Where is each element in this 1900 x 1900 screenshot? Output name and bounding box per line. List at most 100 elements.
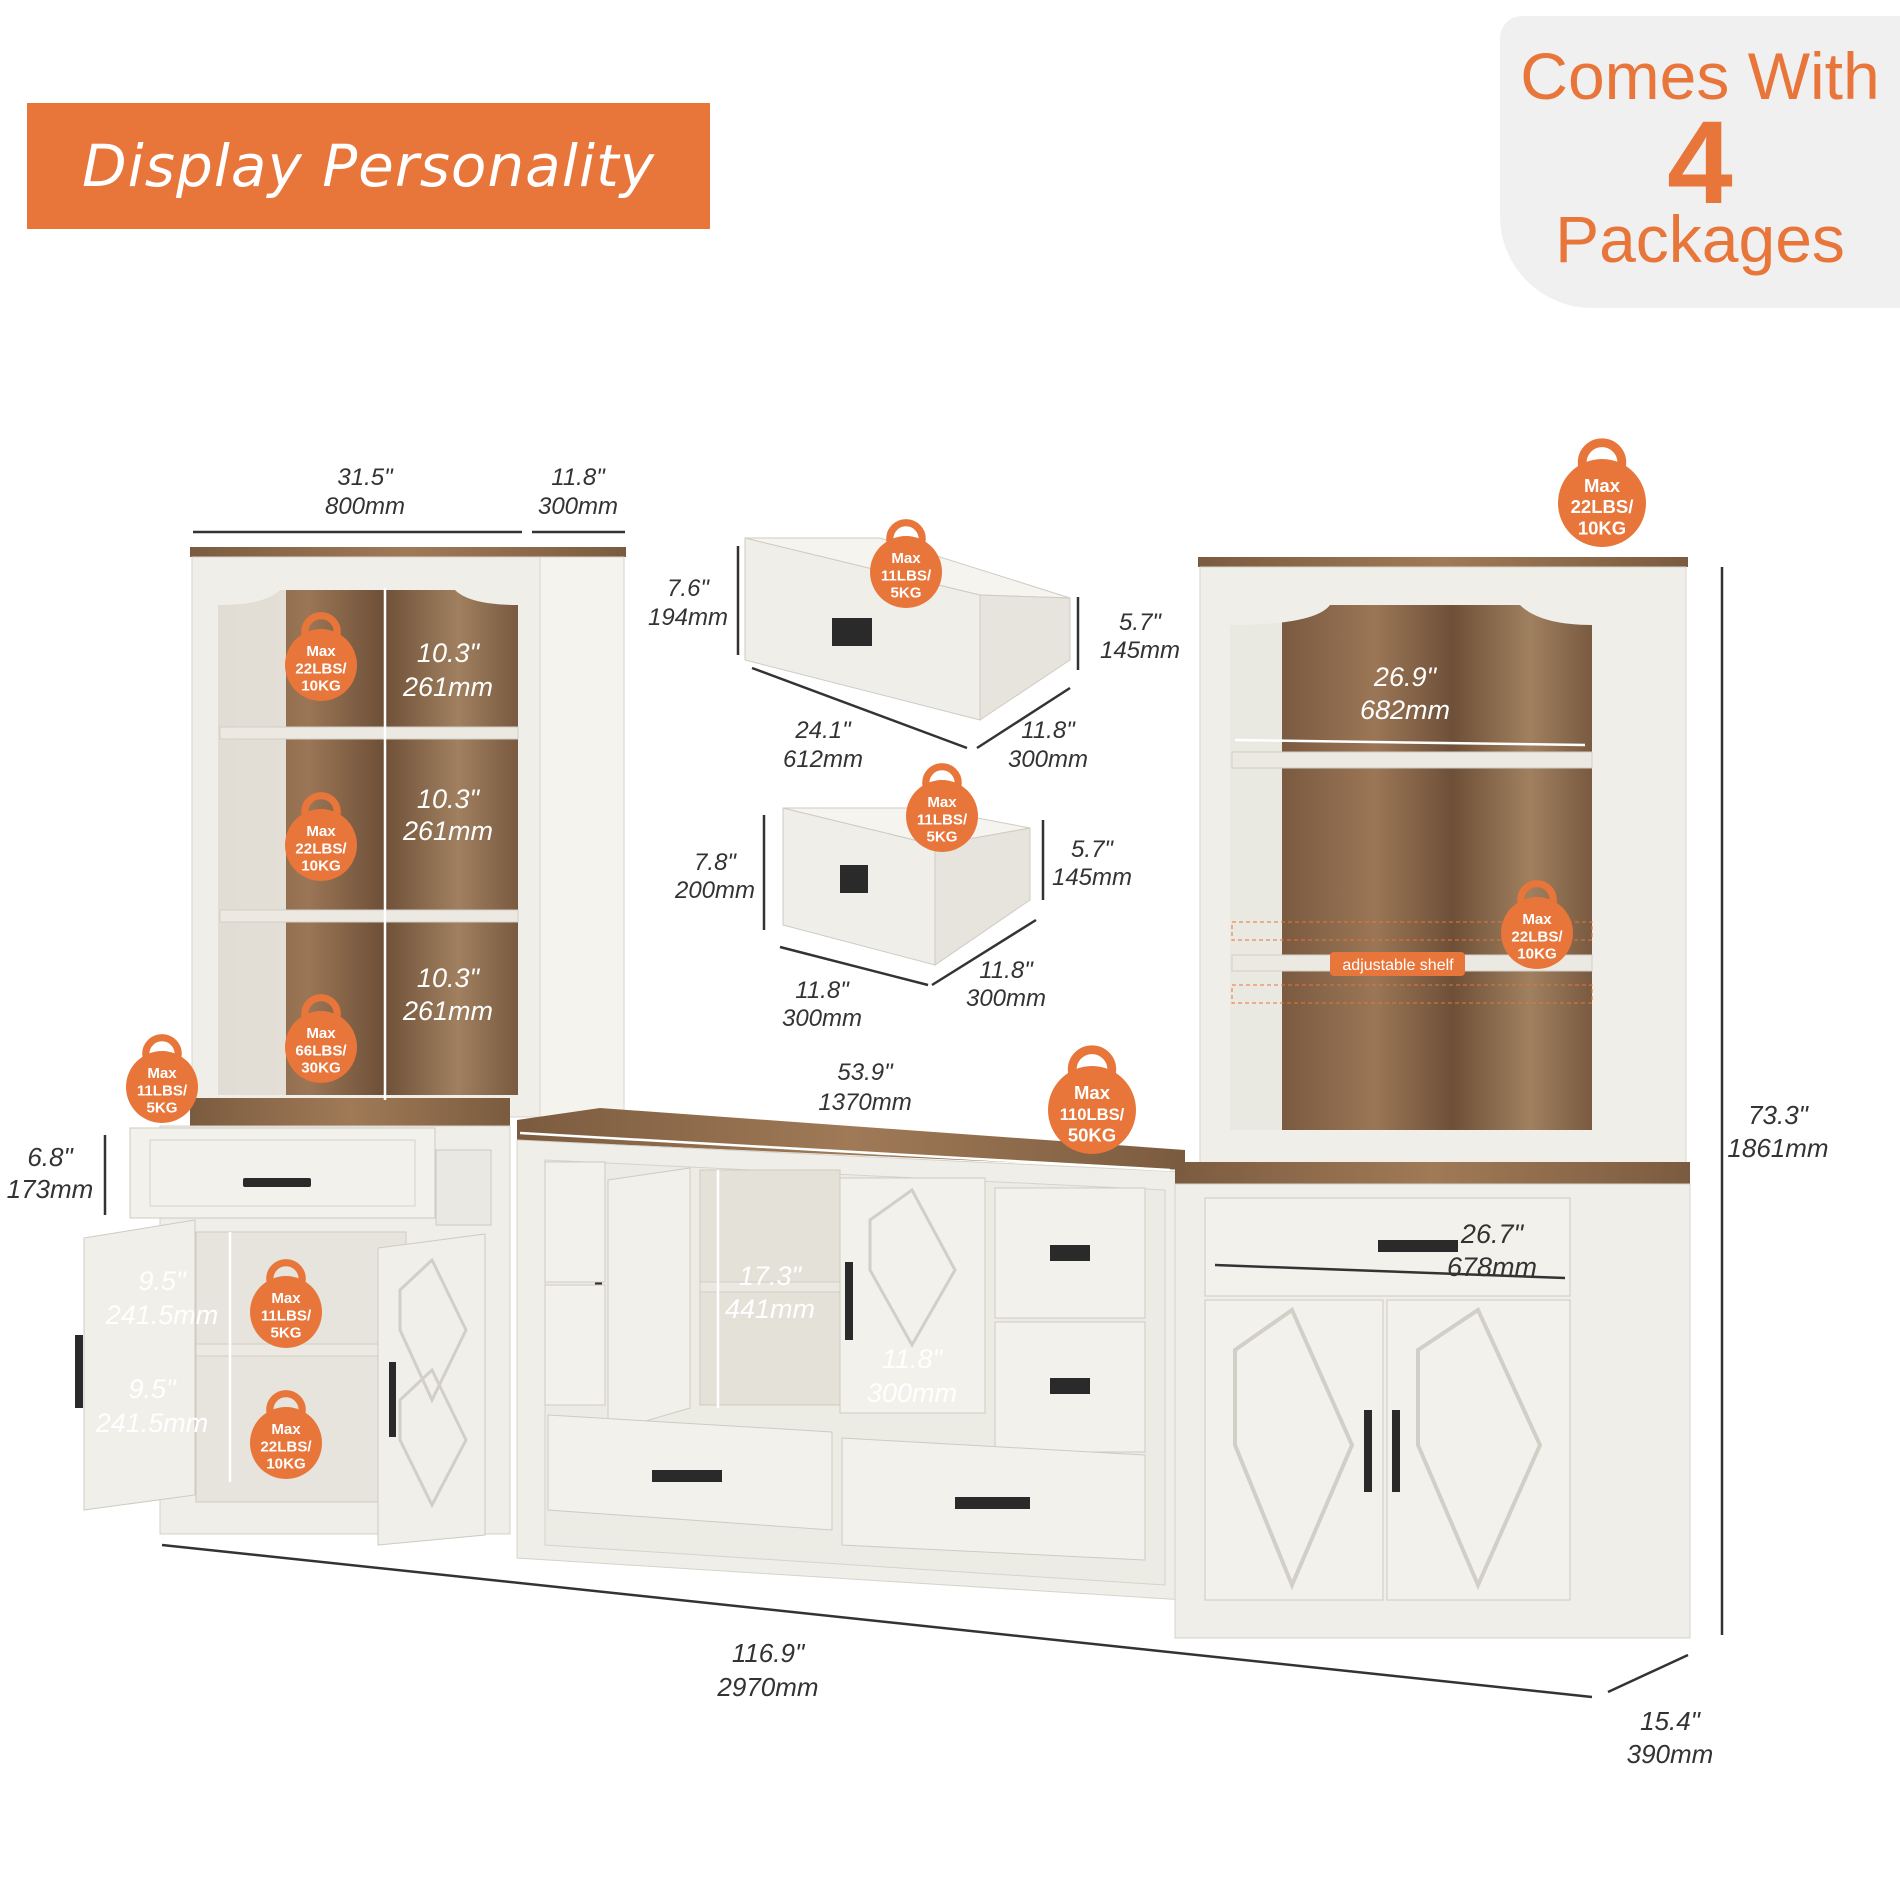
right-bookcase-arch [1230, 600, 1592, 625]
packages-callout: Comes With 4 Packages [1500, 16, 1900, 308]
shelf2-mm: 261mm [402, 816, 493, 846]
lower1-mm: 241.5mm [105, 1300, 219, 1330]
left-width-in: 31.5" [337, 464, 394, 491]
badge-text: 11LBS/ [881, 567, 932, 584]
left-cabinet-top [190, 1098, 510, 1126]
weight-badge: Max 110LBS/50KG [1048, 1045, 1136, 1154]
right-inner-in: 26.9" [1373, 662, 1438, 692]
small-drawer-d-in: 11.8" [979, 957, 1034, 984]
badge-text: Max [147, 1065, 177, 1082]
big-drawer-d-in: 11.8" [1021, 717, 1076, 744]
badge-text: 10KG [301, 678, 340, 695]
big-drawer-side [979, 594, 1071, 721]
big-drawer-inner-mm: 145mm [1100, 637, 1180, 664]
tv-depth-mm: 300mm [867, 1378, 957, 1408]
tv-shelf-mm: 441mm [725, 1294, 815, 1324]
badge-text: 50KG [1068, 1124, 1116, 1145]
badge-text: 10KG [266, 1456, 305, 1473]
badge-text: Max [1584, 475, 1621, 496]
tv-width-mm: 1370mm [818, 1089, 911, 1116]
tv-door-handle [845, 1262, 853, 1340]
badge-text: 5KG [270, 1325, 301, 1342]
left-bookcase [190, 547, 626, 1118]
small-drawer-h-in: 7.8" [694, 849, 737, 876]
badge-text: 66LBS/ [295, 1042, 347, 1059]
badge-text: Max [1074, 1082, 1111, 1103]
drawer-h-in: 6.8" [27, 1142, 74, 1172]
left-depth-mm: 300mm [538, 493, 618, 520]
badge-circle [1558, 459, 1646, 547]
shelf1-in: 10.3" [417, 638, 481, 668]
badge-text: 22LBS/ [260, 1438, 312, 1455]
tv-door-open [607, 1167, 691, 1433]
small-drawer-d-mm: 300mm [966, 985, 1046, 1012]
badge-circle [906, 780, 978, 852]
badge-circle [285, 629, 357, 701]
display-personality-banner: Display Personality [27, 103, 710, 229]
packages-number: 4 [1667, 97, 1733, 229]
right-shelf-1 [1231, 751, 1593, 769]
right-drawer-mm: 678mm [1447, 1252, 1537, 1282]
big-drawer-h-mm: 194mm [648, 604, 728, 631]
badge-circle [250, 1407, 322, 1479]
left-cabinet-drawer [129, 1127, 436, 1219]
shelf1-mm: 261mm [402, 672, 493, 702]
badge-text: 10KG [1517, 946, 1556, 963]
lower1-in: 9.5" [138, 1266, 187, 1296]
left-cabinet-door-left [83, 1219, 196, 1511]
big-drawer-w-mm: 612mm [783, 746, 863, 773]
badge-text: 11LBS/ [261, 1307, 312, 1324]
badge-text: 22LBS/ [1511, 928, 1563, 945]
badge-circle [285, 1011, 357, 1083]
small-drawer-h-mm: 200mm [674, 877, 755, 904]
left-drawer-slide [435, 1149, 492, 1226]
badge-text: 5KG [926, 829, 957, 846]
right-bookcase [1198, 557, 1688, 1168]
badge-text: 22LBS/ [295, 840, 347, 857]
total-height-in: 73.3" [1748, 1100, 1810, 1130]
left-shelf-1 [219, 726, 519, 740]
badge-text: 5KG [890, 585, 921, 602]
small-drawer-side [934, 827, 1031, 966]
shelf2-in: 10.3" [417, 784, 481, 814]
badge-text: Max [927, 794, 957, 811]
right-drawer-in: 26.7" [1460, 1219, 1525, 1249]
badge-circle [1501, 897, 1573, 969]
tv-door-closed [839, 1177, 986, 1414]
left-bookcase-side [539, 556, 625, 1118]
badge-text: Max [271, 1290, 301, 1307]
small-drawer-inner-in: 5.7" [1071, 836, 1114, 863]
badge-text: 10KG [1578, 517, 1626, 538]
badge-text: 110LBS/ [1060, 1105, 1125, 1124]
adjustable-shelf-tag: adjustable shelf [1330, 952, 1465, 976]
left-drawer-handle [243, 1178, 311, 1187]
small-drawer-detail [782, 807, 1031, 966]
badge-text: 5KG [146, 1100, 177, 1117]
big-drawer-h-in: 7.6" [667, 575, 710, 602]
small-drawer-w-mm: 300mm [782, 1005, 862, 1032]
total-width-mm: 2970mm [716, 1672, 818, 1702]
badge-circle [250, 1276, 322, 1348]
left-bookcase-arch [218, 585, 518, 605]
badge-text: Max [271, 1421, 301, 1438]
tv-shelf-in: 17.3" [739, 1261, 803, 1291]
left-bookcase-top [190, 547, 626, 557]
shelf3-mm: 261mm [402, 996, 493, 1026]
right-bookcase-top [1198, 557, 1688, 567]
badge-text: Max [1522, 911, 1552, 928]
left-cabinet-shelf [195, 1343, 407, 1357]
tv-depth-in: 11.8" [882, 1344, 944, 1374]
big-drawer-d-mm: 300mm [1008, 746, 1088, 773]
tv-stand-top [517, 1108, 1185, 1170]
tv-width-in: 53.9" [837, 1059, 894, 1086]
small-drawer-inner-mm: 145mm [1052, 864, 1132, 891]
badge-text: 11LBS/ [917, 811, 968, 828]
badge-text: 10KG [301, 858, 340, 875]
badge-text: Max [891, 550, 921, 567]
weight-badges: Max22LBS/10KGMax22LBS/10KGMax66LBS/30KGM… [126, 438, 1646, 1479]
adjustable-shelf-label: adjustable shelf [1342, 957, 1454, 974]
